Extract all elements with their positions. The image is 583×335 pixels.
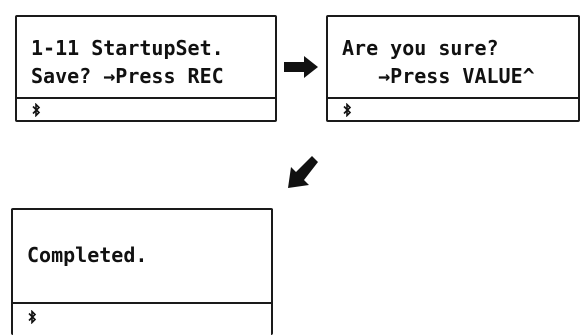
lcd-line-2: →Press VALUE^ xyxy=(342,64,535,88)
lcd-divider xyxy=(13,302,271,304)
lcd-divider xyxy=(328,97,578,99)
lcd-line-1: 1-11 StartupSet. xyxy=(31,36,224,60)
lcd-screen-completed: Completed. xyxy=(11,208,273,335)
lcd-divider xyxy=(17,97,275,99)
bluetooth-icon xyxy=(27,309,37,327)
lcd-line-2: Save? →Press REC xyxy=(31,64,224,88)
bluetooth-icon xyxy=(342,102,352,120)
bluetooth-icon xyxy=(31,102,41,120)
lcd-screen-confirm: Are you sure? →Press VALUE^ xyxy=(326,15,580,122)
arrow-down-left-icon xyxy=(286,156,320,195)
lcd-screen-startup-save: 1-11 StartupSet. Save? →Press REC xyxy=(15,15,277,122)
lcd-line-1: Are you sure? xyxy=(342,36,499,60)
lcd-line-1: Completed. xyxy=(27,243,148,267)
arrow-right-icon xyxy=(282,54,320,85)
